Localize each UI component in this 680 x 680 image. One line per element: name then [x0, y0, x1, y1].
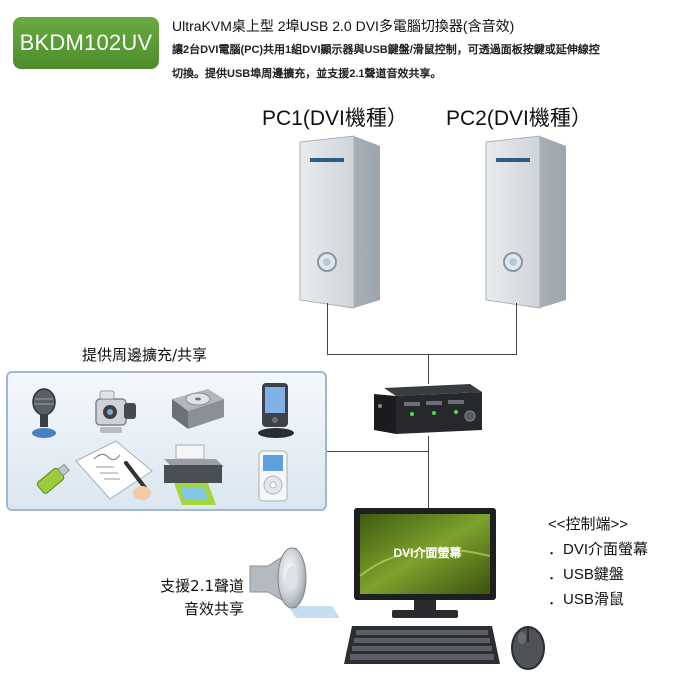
pc2-tower-icon [485, 135, 566, 309]
connector-line [327, 354, 517, 355]
pc1-tower-icon [299, 135, 380, 309]
kvm-switch-icon [374, 384, 482, 434]
audio-label-line: 支援2.1聲道 [160, 577, 244, 595]
pda-icon [258, 383, 294, 438]
pc2-label: PC2(DVI機種） [446, 107, 592, 130]
description-line: 讓2台DVI電腦(PC)共用1組DVI顯示器與USB鍵盤/滑鼠控制，可透過面板按… [172, 44, 600, 56]
peripherals-label: 提供周邊擴充/共享 [82, 346, 208, 364]
mouse-icon [511, 626, 545, 670]
keyboard-icon [344, 626, 500, 664]
connector-line [327, 451, 428, 452]
peripherals-panel [6, 371, 327, 511]
connector-line [428, 354, 429, 384]
ipod-icon [258, 450, 288, 502]
product-description: 讓2台DVI電腦(PC)共用1組DVI顯示器與USB鍵盤/滑鼠控制，可透過面板按… [172, 38, 672, 86]
control-side-title: <<控制端>> [548, 516, 629, 533]
description-line: 切換。提供USB埠周邊擴充，並支援2.1聲道音效共享。 [172, 68, 442, 80]
control-side-list: <<控制端>> ．DVI介面螢幕 ．USB鍵盤 ．USB滑鼠 [548, 512, 648, 612]
control-side-item: ．USB鍵盤 [548, 566, 624, 583]
speaker-icon [249, 547, 340, 618]
usb-flash-drive-icon [36, 463, 70, 494]
control-side-item: ．USB滑鼠 [548, 591, 624, 608]
audio-label-line: 音效共享 [183, 600, 244, 618]
monitor-icon [354, 508, 496, 618]
control-side-item: ．DVI介面螢幕 [548, 541, 649, 558]
connector-line [428, 436, 429, 508]
monitor-screen-text: DVI介面螢幕 [393, 546, 462, 560]
drawing-tablet-icon [75, 440, 153, 500]
model-badge: BKDM102UV [13, 17, 159, 69]
camcorder-icon [95, 390, 136, 433]
audio-sharing-label: 支援2.1聲道 音效共享 [134, 575, 244, 621]
connector-line [327, 303, 328, 355]
microphone-icon [32, 388, 56, 438]
pc1-label: PC1(DVI機種） [262, 107, 408, 130]
connector-line [516, 303, 517, 355]
hard-drive-icon [172, 389, 224, 429]
printer-icon [164, 444, 224, 505]
product-title: UltraKVM桌上型 2埠USB 2.0 DVI多電腦切換器(含音效) [172, 18, 515, 34]
